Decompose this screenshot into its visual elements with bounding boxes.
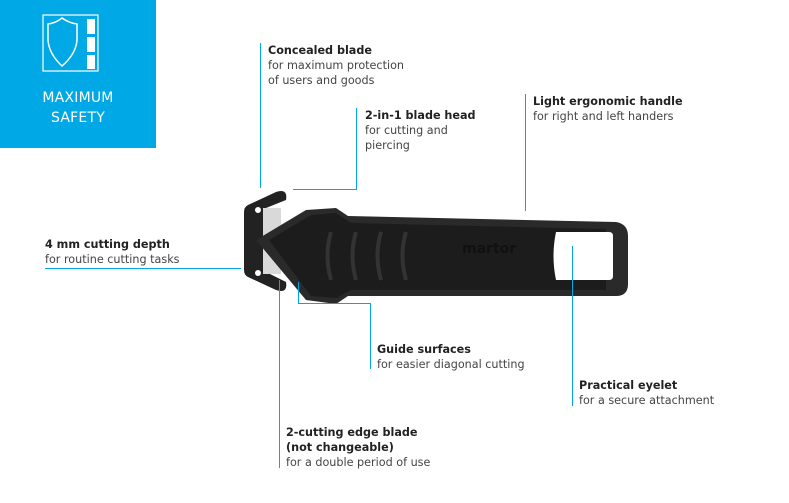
shield-slider-icon [42,14,99,72]
callout-desc: for a secure attachment [579,394,715,407]
callout-title: Practical eyelet [579,379,678,392]
guide-surfaces-line-h [298,303,371,304]
badge-title: MAXIMUM SAFETY [0,88,156,128]
callout-eyelet: Practical eyelet for a secure attachment [579,378,714,408]
callout-desc: of users and goods [268,74,375,87]
callout-desc: for right and left handers [533,110,674,123]
cutting-depth-line [45,268,241,269]
safety-badge: MAXIMUM SAFETY [0,0,156,148]
callout-desc: for a double period of use [286,456,431,469]
callout-title-2: (not changeable) [286,441,394,454]
callout-desc: for easier diagonal cutting [377,358,525,371]
callout-blade-edge: 2-cutting edge blade (not changeable) fo… [286,425,430,470]
callout-concealed-blade: Concealed blade for maximum protection o… [268,43,404,88]
guide-surfaces-line-v [298,282,299,304]
callout-title: 4 mm cutting depth [45,238,170,251]
callout-title: 2-cutting edge blade [286,426,418,439]
callout-title: Concealed blade [268,44,372,57]
callout-desc: for routine cutting tasks [45,253,180,266]
safety-knife-image: martor [244,191,628,304]
callout-title: 2-in-1 blade head [365,109,476,122]
callout-title: Light ergonomic handle [533,95,683,108]
brand-logo: martor [462,241,516,257]
callout-cutting-depth: 4 mm cutting depth for routine cutting t… [45,237,180,267]
blade-head-line-v [356,108,357,190]
callout-desc: for maximum protection [268,59,405,72]
eyelet-line [572,246,573,406]
callout-title: Guide surfaces [377,343,471,356]
concealed-blade-line [260,43,261,188]
blade-head-line-h [293,189,357,190]
badge-line-2: SAFETY [51,110,105,126]
handle-line [525,94,526,211]
guide-surfaces-line-v2 [370,303,371,369]
callout-blade-head: 2-in-1 blade head for cutting and pierci… [365,108,476,153]
callout-desc: for cutting and [365,124,448,137]
callout-guide-surfaces: Guide surfaces for easier diagonal cutti… [377,342,525,372]
callout-desc: piercing [365,139,410,152]
callout-handle: Light ergonomic handle for right and lef… [533,94,683,124]
badge-line-1: MAXIMUM [42,90,114,106]
blade-edge-line [279,280,280,468]
